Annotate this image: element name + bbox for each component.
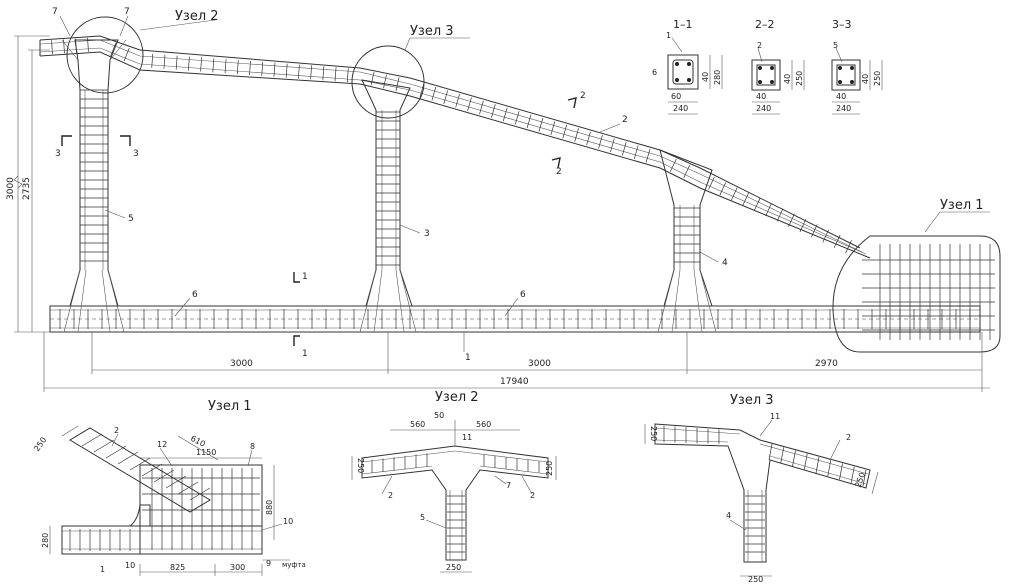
section-2-2: 2–2 2 40 240 40 250 [751, 18, 805, 115]
detail-node1-pos-12: 12 [157, 440, 167, 449]
node3-circle [351, 45, 425, 119]
detail-node2-dim-560b: 560 [476, 420, 491, 429]
section-1-1-cover-h: 40 [701, 72, 710, 82]
dim-height-inner: 2735 [22, 177, 32, 200]
dim-span1: 3000 [230, 359, 253, 369]
section-1-1-pos-top: 1 [666, 31, 671, 40]
detail-node1-title: Узел 1 [208, 399, 252, 414]
pos-5-label: 5 [128, 214, 134, 224]
section-2-2-h: 250 [795, 71, 804, 86]
position-callouts: 5 3 4 2 6 6 7 7 1 [52, 7, 728, 363]
detail-node1-coupler: муфта [282, 561, 306, 569]
detail-node2-pos-7: 7 [506, 481, 511, 490]
pos-7b-label: 7 [124, 7, 130, 17]
detail-node1-pos-8: 8 [250, 442, 255, 451]
column-middle [359, 79, 417, 333]
section-1-1-h: 280 [713, 70, 722, 85]
section-2-2-title: 2–2 [755, 18, 775, 31]
node2-label: Узел 2 [175, 9, 219, 24]
section-1-1-b: 240 [673, 104, 688, 113]
dim-total: 17940 [500, 377, 529, 387]
bottom-chord [49, 305, 981, 333]
detail-node2-dim-50: 50 [434, 411, 444, 420]
section-3-3-pos-top: 5 [833, 41, 838, 50]
detail-node1-dim-610: 610 [189, 434, 207, 449]
pos-1-label: 1 [465, 353, 471, 363]
detail-node1-pos-10a: 10 [125, 561, 135, 570]
detail-node2-title: Узел 2 [435, 390, 479, 405]
detail-node3-pos-2: 2 [846, 433, 851, 442]
pos-2-label: 2 [622, 115, 628, 125]
main-dimensions: 3000 2735 3000 3000 2970 17940 [6, 35, 990, 392]
cut-1b-label: 1 [302, 349, 308, 359]
pos-6b-label: 6 [520, 290, 526, 300]
pos-6a-label: 6 [192, 290, 198, 300]
detail-node1-pos-1: 1 [100, 565, 105, 574]
section-3-3-b: 240 [836, 104, 851, 113]
section-2-2-pos-top: 2 [757, 41, 762, 50]
section-1-1-pos-side: 6 [652, 68, 657, 77]
node2-circle [66, 16, 144, 94]
column-right [657, 149, 717, 333]
detail-node1-dim-280: 280 [41, 533, 50, 548]
detail-node3: Узел 3 250 250 250 11 2 4 [644, 393, 879, 584]
cut-2a-label: 2 [580, 91, 586, 101]
detail-node1-pos-2: 2 [114, 426, 119, 435]
detail-node2-dim-250b: 250 [545, 461, 554, 476]
dim-height-total: 3000 [6, 177, 16, 200]
pos-4-label: 4 [722, 258, 728, 268]
detail-node1-dim-1150: 1150 [196, 448, 216, 457]
detail-node3-dim-250c: 250 [748, 575, 763, 584]
detail-node1-dim-825: 825 [170, 563, 185, 572]
detail-node3-dim-250b: 250 [853, 471, 867, 488]
section-2-2-b: 240 [756, 104, 771, 113]
section-3-3: 3–3 5 40 240 40 250 [831, 18, 883, 115]
detail-node2-dim-250c: 250 [446, 563, 461, 572]
detail-node1-dim-880: 880 [265, 500, 274, 515]
detail-node2-pos-2a: 2 [388, 491, 393, 500]
cut-3a-label: 3 [55, 149, 61, 159]
section-1-1-cover-b: 60 [671, 92, 681, 101]
dim-span3: 2970 [815, 359, 838, 369]
detail-node3-title: Узел 3 [730, 393, 774, 408]
pos-7a-label: 7 [52, 7, 58, 17]
cut-1a-label: 1 [302, 272, 308, 282]
detail-node3-dim-250a: 250 [649, 426, 658, 441]
section-3-3-cover-b: 40 [836, 92, 846, 101]
main-frame [39, 16, 1001, 353]
detail-node2-dim-250a: 250 [356, 458, 365, 473]
top-chord [39, 35, 871, 259]
detail-node1-pos-10b: 10 [283, 517, 293, 526]
section-cuts: 1 1 2 2 3 3 [55, 91, 586, 359]
cut-2b-label: 2 [556, 167, 562, 177]
detail-node1-dim-250: 250 [32, 435, 48, 453]
node1-zone [832, 235, 1001, 353]
detail-node2-pos-5: 5 [420, 513, 425, 522]
column-left [61, 39, 127, 333]
detail-node3-pos-11: 11 [770, 412, 780, 421]
section-3-3-h: 250 [873, 71, 882, 86]
section-3-3-title: 3–3 [832, 18, 852, 31]
detail-node2-dim-560a: 560 [410, 420, 425, 429]
dim-span2: 3000 [528, 359, 551, 369]
detail-node1: Узел 1 1150 610 880 280 250 825 300 2 1 [32, 399, 306, 576]
node3-label: Узел 3 [410, 24, 454, 39]
section-2-2-cover-h: 40 [783, 74, 792, 84]
cut-3b-label: 3 [133, 149, 139, 159]
detail-node2-pos-2b: 2 [530, 491, 535, 500]
detail-node1-pos-9: 9 [266, 559, 271, 568]
detail-node2: Узел 2 560 560 50 250 250 250 11 2 2 7 5 [351, 390, 557, 573]
pos-3-label: 3 [424, 229, 430, 239]
detail-node2-pos-11: 11 [462, 433, 472, 442]
section-1-1: 1–1 1 6 60 240 40 280 [652, 18, 723, 115]
section-1-1-title: 1–1 [673, 18, 693, 31]
node1-label: Узел 1 [940, 198, 984, 213]
detail-node1-dim-300: 300 [230, 563, 245, 572]
detail-node3-pos-4: 4 [726, 511, 731, 520]
section-2-2-cover-b: 40 [756, 92, 766, 101]
section-3-3-cover-h: 40 [861, 74, 870, 84]
